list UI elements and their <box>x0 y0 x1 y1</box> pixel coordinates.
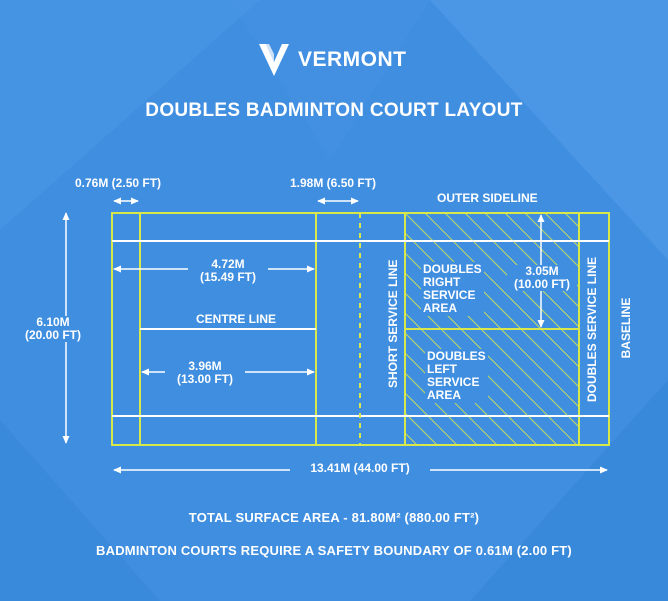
lower-distance-label: 3.96M (13.00 FT) <box>165 360 245 386</box>
court-width-metres: 6.10M <box>36 315 70 329</box>
doubles-service-line-label: DOUBLES SERVICE LINE <box>585 256 599 402</box>
outer-sideline-label: OUTER SIDELINE <box>437 191 538 205</box>
right-area-word-3: SERVICE <box>423 288 476 302</box>
alley-width-label: 0.76M (2.50 FT) <box>75 176 162 190</box>
baseline-label: BASELINE <box>619 297 633 359</box>
court-length-label: 13.41M (44.00 FT) <box>290 462 430 475</box>
service-half-width-metres: 3.05M <box>525 264 559 278</box>
upper-distance-feet: (15.49 FT) <box>199 270 256 284</box>
vermont-v-icon <box>259 44 289 76</box>
brand-name: VERMONT <box>298 48 407 71</box>
court-width-feet: (20.00 FT) <box>24 328 81 342</box>
left-area-word-3: SERVICE <box>427 375 480 389</box>
lower-distance-feet: (13.00 FT) <box>176 372 233 386</box>
upper-distance-metres: 4.72M <box>211 257 245 271</box>
service-half-width-label: 3.05M (10.00 FT) <box>507 265 577 291</box>
brand-logo: VERMONT <box>258 40 407 80</box>
court-width-label: 6.10M (20.00 FT) <box>17 316 89 342</box>
right-area-word-2: RIGHT <box>423 275 461 289</box>
doubles-left-service-area-label: DOUBLES LEFT SERVICE AREA <box>425 349 488 403</box>
short-service-line-label: SHORT SERVICE LINE <box>386 259 400 388</box>
page-title: DOUBLES BADMINTON COURT LAYOUT <box>145 100 523 121</box>
back-service-depth-label: 1.98M (6.50 FT) <box>290 176 377 190</box>
right-area-word-1: DOUBLES <box>423 262 482 276</box>
surface-area-note: TOTAL SURFACE AREA - 81.80M² (880.00 FT²… <box>188 510 480 525</box>
service-half-width-feet: (10.00 FT) <box>513 277 570 291</box>
right-area-word-4: AREA <box>423 301 458 315</box>
safety-boundary-note: BADMINTON COURTS REQUIRE A SAFETY BOUNDA… <box>96 543 572 558</box>
left-area-word-2: LEFT <box>427 362 457 376</box>
lower-distance-metres: 3.96M <box>188 359 222 373</box>
upper-distance-label: 4.72M (15.49 FT) <box>188 258 268 284</box>
left-area-word-1: DOUBLES <box>427 349 486 363</box>
doubles-right-service-area-label: DOUBLES RIGHT SERVICE AREA <box>421 262 484 316</box>
left-area-word-4: AREA <box>427 388 462 402</box>
centre-line-label: CENTRE LINE <box>196 312 277 326</box>
